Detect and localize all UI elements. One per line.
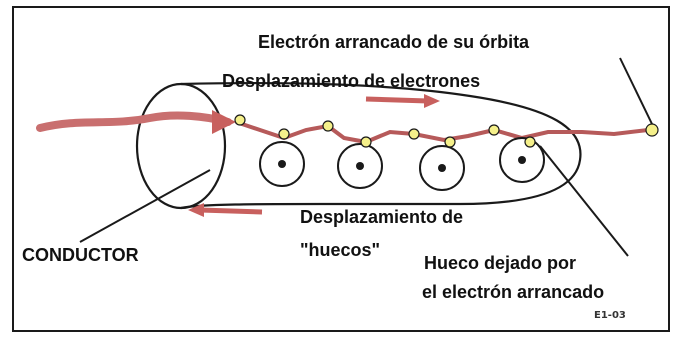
electron	[444, 136, 456, 148]
conductor-end-cap	[135, 82, 227, 210]
electron	[524, 136, 536, 148]
hole-flow-arrowhead-icon	[188, 203, 204, 217]
label-hole-displacement-line1: Desplazamiento de	[300, 207, 464, 227]
electron	[360, 136, 372, 148]
label-hole-left-line1: Hueco dejado por	[424, 253, 577, 273]
free-electron	[645, 123, 659, 137]
atom-1	[259, 141, 305, 187]
electron	[278, 128, 290, 140]
hole-flow-arrow-icon	[199, 207, 263, 215]
leader-conductor	[79, 169, 211, 243]
label-electron-displacement: Desplazamiento de electrones	[222, 71, 481, 91]
electron	[234, 114, 246, 126]
label-hole-left-line2: el electrón arrancado	[422, 282, 605, 302]
label-electron-torn: Electrón arrancado de su órbita	[258, 32, 530, 52]
entry-arrow-icon	[212, 110, 236, 134]
leader-hole	[539, 145, 629, 257]
electron-flow-arrowhead-icon	[424, 94, 440, 108]
electron-chain	[234, 114, 659, 148]
electron-flow-arrow-icon	[365, 96, 429, 104]
conductor-body	[180, 81, 582, 210]
atom-2	[337, 143, 383, 189]
incoming-wire	[36, 111, 232, 132]
electron	[488, 124, 500, 136]
inner-wire	[235, 120, 649, 145]
label-hole-displacement-line2: "huecos"	[300, 240, 381, 260]
electron	[322, 120, 334, 132]
leader-electron	[619, 57, 653, 125]
electron	[408, 128, 420, 140]
figure-code: E1-03	[594, 310, 626, 321]
atom-3	[419, 145, 465, 191]
atom-4	[499, 137, 545, 183]
label-conductor: CONDUCTOR	[22, 245, 139, 265]
